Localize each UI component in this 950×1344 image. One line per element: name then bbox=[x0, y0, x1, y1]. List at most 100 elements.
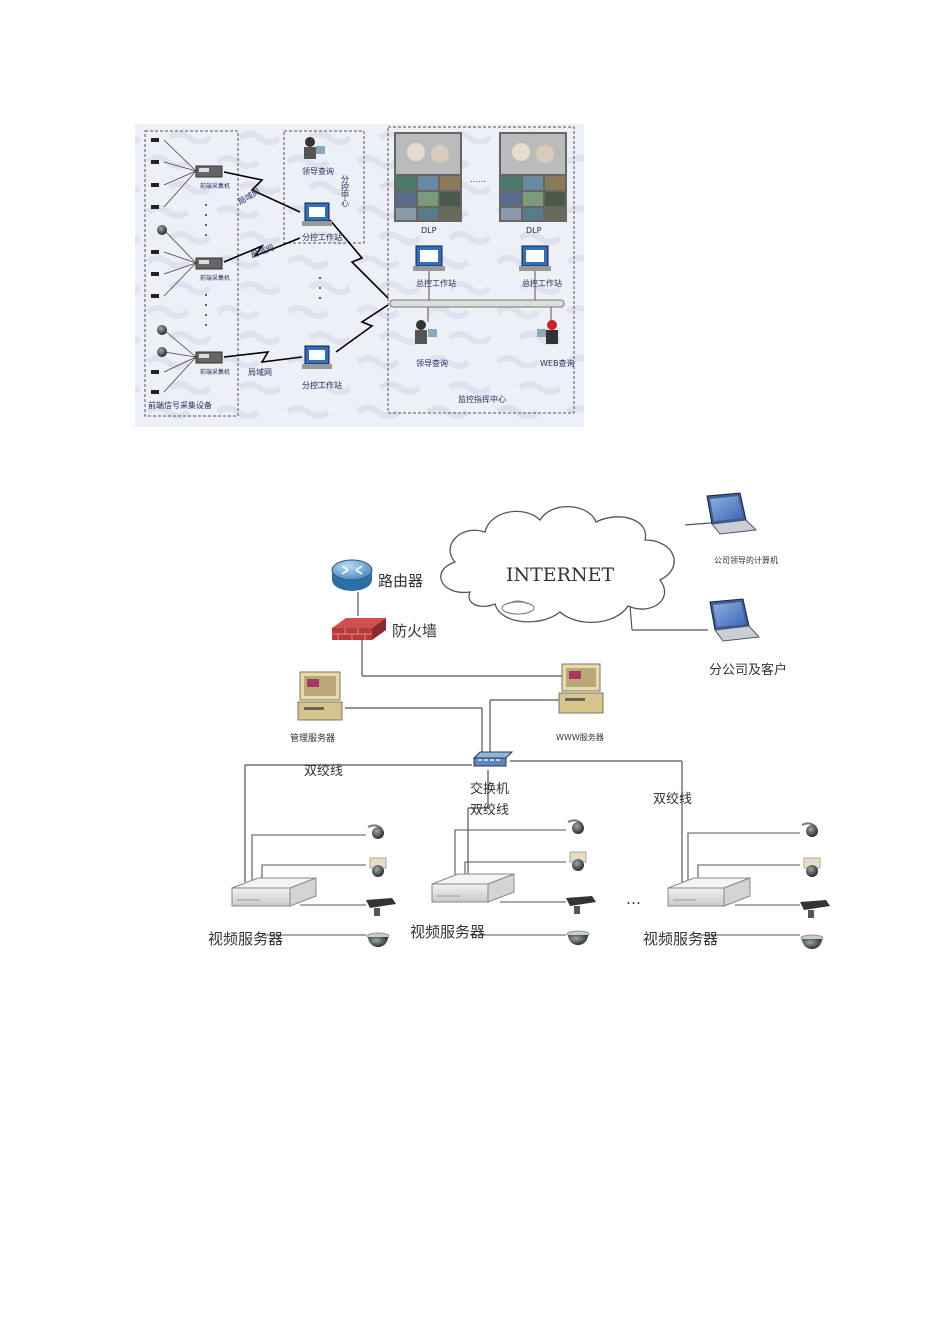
speed-dome-camera-icon bbox=[803, 857, 821, 877]
lan-links bbox=[223, 171, 389, 363]
company-leader-pc-label: 公司领导的计算机 bbox=[714, 555, 778, 565]
ceiling-dome-camera-icon bbox=[567, 819, 584, 834]
dome-camera-icon bbox=[566, 930, 590, 945]
bullet-camera-icon bbox=[366, 898, 396, 916]
bullet-camera-icon bbox=[566, 896, 596, 914]
camera-link bbox=[163, 356, 197, 373]
bullet-camera-icon bbox=[800, 900, 830, 918]
diagram2-lines bbox=[244, 521, 723, 882]
web-query-label: WEB查询 bbox=[540, 358, 574, 368]
camera-icon bbox=[151, 294, 159, 298]
leader-query-label-bottom: 领导查询 bbox=[416, 358, 448, 368]
video-server-icon-3 bbox=[667, 877, 751, 907]
video-server-label-1: 视频服务器 bbox=[208, 930, 283, 948]
camera-icon bbox=[151, 183, 159, 187]
camera-icon bbox=[151, 272, 159, 276]
switch-label: 交换机 bbox=[470, 781, 509, 797]
laptop-icon-leader bbox=[706, 492, 758, 535]
video-server-icon-1 bbox=[231, 877, 317, 907]
internet-cloud bbox=[440, 506, 675, 623]
collector-unit-2 bbox=[195, 257, 223, 270]
twisted-pair-label-left: 双绞线 bbox=[304, 763, 343, 779]
camera-icon bbox=[151, 138, 159, 142]
internet-label: INTERNET bbox=[506, 564, 614, 586]
firewall-label: 防火墙 bbox=[392, 622, 437, 640]
command-center-label: 监控指挥中心 bbox=[458, 394, 506, 404]
camera-links bbox=[251, 829, 800, 936]
camera-link bbox=[163, 351, 197, 358]
collect-section-box bbox=[144, 130, 239, 417]
branch-ws-label-bottom: 分控工作站 bbox=[302, 380, 342, 390]
firewall-icon bbox=[332, 618, 386, 640]
camera-group-2 bbox=[566, 819, 596, 945]
mgmt-server-label: 管理服务器 bbox=[290, 732, 335, 744]
camera-icon bbox=[151, 205, 159, 209]
camera-link bbox=[163, 229, 197, 264]
twisted-pair-label-right: 双绞线 bbox=[653, 791, 692, 807]
video-server-icon-2 bbox=[431, 873, 515, 903]
laptop-icon-branch bbox=[709, 598, 761, 642]
master-ws-label-right: 总控工作站 bbox=[522, 278, 562, 288]
camera-group-1 bbox=[366, 824, 396, 947]
master-workstation-right bbox=[519, 245, 551, 271]
lan-label-bottom: 局域网 bbox=[248, 367, 272, 377]
ellipsis-label: … bbox=[626, 890, 641, 908]
dots-between-walls: …… bbox=[470, 175, 486, 184]
speed-dome-camera-icon bbox=[569, 851, 587, 871]
speed-dome-camera-icon bbox=[369, 857, 387, 877]
branch-center-label: 分控中心 bbox=[341, 175, 350, 207]
video-wall-right bbox=[499, 132, 567, 222]
leader-query-person-bottom bbox=[415, 320, 437, 344]
www-server-label: WWW服务器 bbox=[556, 732, 604, 742]
dlp-label-right: DLP bbox=[526, 226, 542, 235]
camera-link bbox=[163, 170, 197, 186]
web-query-person bbox=[537, 320, 558, 344]
camera-link bbox=[163, 161, 197, 172]
collector-label-2: 前端采集机 bbox=[200, 274, 230, 282]
camera-group-3 bbox=[800, 822, 830, 949]
network-backbone bbox=[389, 271, 565, 322]
vertical-dots bbox=[205, 204, 321, 326]
camera-icon bbox=[151, 160, 159, 164]
router-icon bbox=[331, 559, 373, 591]
camera-icon bbox=[157, 225, 167, 235]
branch-center-box bbox=[283, 130, 365, 244]
camera-icon bbox=[151, 250, 159, 254]
collector-unit-3 bbox=[195, 351, 223, 364]
camera-link bbox=[163, 356, 197, 393]
camera-link bbox=[163, 262, 197, 297]
video-wall-left bbox=[394, 132, 462, 222]
ceiling-dome-camera-icon bbox=[801, 822, 818, 837]
master-ws-label-left: 总控工作站 bbox=[416, 278, 456, 288]
camera-icon bbox=[151, 390, 159, 394]
video-server-label-2: 视频服务器 bbox=[410, 923, 485, 941]
camera-link bbox=[163, 251, 197, 264]
camera-icon bbox=[151, 370, 159, 374]
camera-link bbox=[163, 170, 197, 208]
camera-link bbox=[163, 329, 197, 358]
collector-label-1: 前端采集机 bbox=[200, 182, 230, 190]
mgmt-server-icon bbox=[297, 671, 343, 721]
video-server-label-3: 视频服务器 bbox=[643, 930, 718, 948]
collector-unit-1 bbox=[195, 165, 223, 178]
www-server-icon bbox=[558, 663, 604, 714]
camera-icon bbox=[157, 325, 167, 335]
collector-label-3: 前端采集机 bbox=[200, 368, 230, 376]
camera-icon bbox=[157, 347, 167, 357]
twisted-pair-label-center: 双绞线 bbox=[470, 802, 509, 818]
router-label: 路由器 bbox=[378, 572, 423, 590]
camera-link bbox=[163, 139, 197, 172]
branch-ws-label-top: 分控工作站 bbox=[302, 232, 342, 242]
command-center-box bbox=[387, 126, 575, 414]
branch-workstation-bottom bbox=[302, 345, 332, 369]
front-cameras bbox=[151, 138, 197, 394]
switch-icon bbox=[472, 751, 514, 767]
leader-query-label-top: 领导查询 bbox=[302, 166, 334, 176]
master-workstation-left bbox=[413, 245, 445, 271]
collect-section-label: 前端信号采集设备 bbox=[148, 400, 212, 410]
dome-camera-icon bbox=[800, 934, 824, 949]
camera-link bbox=[163, 262, 197, 275]
branch-clients-label: 分公司及客户 bbox=[709, 662, 787, 678]
